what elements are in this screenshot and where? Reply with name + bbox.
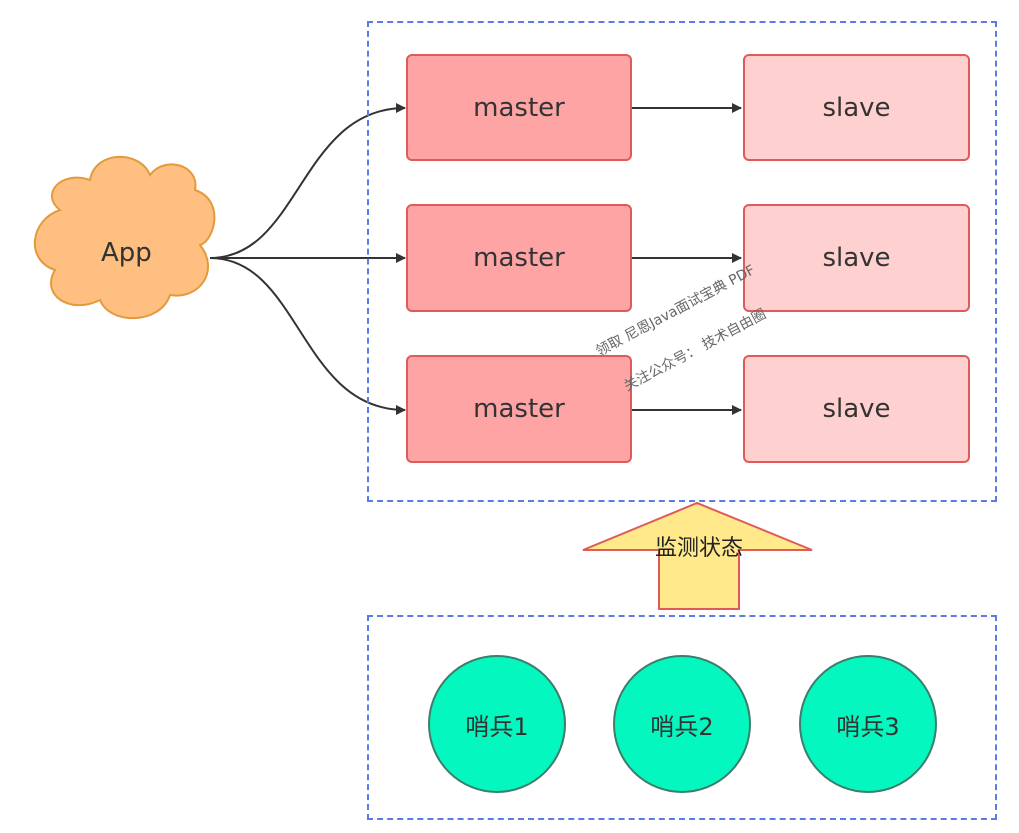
- sentinel-node-3[interactable]: 哨兵3: [799, 655, 937, 793]
- master-node-1[interactable]: master: [406, 54, 632, 161]
- monitor-label: 监测状态: [655, 536, 744, 561]
- slave-node-3[interactable]: slave: [743, 355, 970, 463]
- sentinel-node-1[interactable]: 哨兵1: [428, 655, 566, 793]
- cluster-group: [367, 21, 997, 502]
- app-label: App: [101, 238, 152, 268]
- app-cloud-shape: [33, 155, 216, 320]
- monitor-arrow-shape: [582, 501, 813, 610]
- sentinel-group: [367, 615, 997, 820]
- sentinel-node-2[interactable]: 哨兵2: [613, 655, 751, 793]
- master-node-3[interactable]: master: [406, 355, 632, 463]
- slave-node-2[interactable]: slave: [743, 204, 970, 312]
- master-node-2[interactable]: master: [406, 204, 632, 312]
- slave-node-1[interactable]: slave: [743, 54, 970, 161]
